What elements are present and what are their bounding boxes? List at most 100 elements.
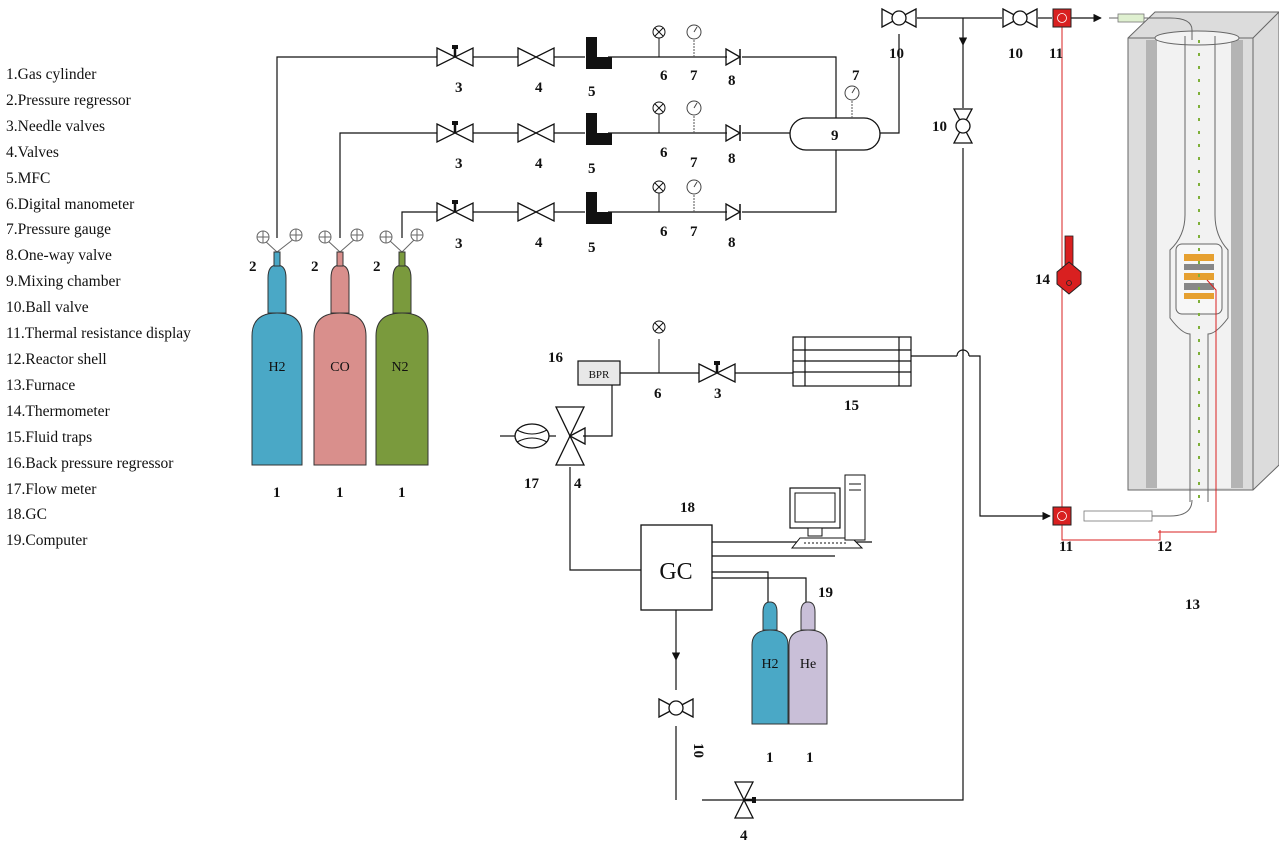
label-10: 10 (889, 46, 904, 62)
thermal-resistance-display (1052, 506, 1072, 526)
fluid-traps (792, 336, 912, 387)
legend-item: 3.Needle valves (6, 117, 105, 135)
piping (276, 13, 1102, 801)
ball-valve (1002, 8, 1038, 28)
legend-item: 11.Thermal resistance display (6, 325, 191, 343)
reactor-outlet-tube (1084, 499, 1193, 517)
ball-valve (881, 8, 917, 28)
legend-item: 9.Mixing chamber (6, 273, 121, 291)
label-6: 6 (660, 145, 668, 161)
label-3: 3 (714, 386, 722, 402)
digital-manometer (652, 180, 666, 213)
label-15: 15 (844, 398, 859, 414)
label-6: 6 (660, 68, 668, 84)
gc-label: GC (659, 559, 692, 585)
legend-item: 17.Flow meter (6, 480, 97, 498)
legend-item: 2.Pressure regressor (6, 91, 131, 109)
pressure-gauge (844, 85, 860, 119)
three-way-valve (554, 406, 586, 466)
label-5: 5 (588, 161, 596, 177)
label-18: 18 (680, 500, 695, 516)
n2-cylinder-label: N2 (391, 360, 408, 375)
label-4: 4 (535, 235, 543, 251)
label-2: 2 (373, 259, 381, 275)
legend: 1.Gas cylinder 2.Pressure regressor 3.Ne… (6, 62, 191, 554)
one-way-valve (725, 124, 741, 142)
legend-item: 18.GC (6, 506, 47, 524)
needle-valve (697, 359, 737, 384)
legend-item: 6.Digital manometer (6, 195, 135, 213)
label-6: 6 (660, 224, 668, 240)
label-11: 11 (1049, 46, 1063, 62)
label-3: 3 (455, 80, 463, 96)
one-way-valve (725, 203, 741, 221)
legend-item: 13.Furnace (6, 376, 76, 394)
needle-valve (435, 119, 475, 144)
pipe-crossing (956, 349, 970, 357)
h2-cylinder: H2 (251, 228, 303, 466)
label-1: 1 (766, 750, 774, 766)
label-10: 10 (1008, 46, 1023, 62)
co-cylinder-label: CO (330, 360, 349, 375)
pressure-gauge (686, 179, 702, 213)
label-9: 9 (831, 128, 839, 144)
label-11: 11 (1059, 539, 1073, 555)
bpr-label: BPR (589, 369, 610, 381)
label-2: 2 (249, 259, 257, 275)
one-way-valve (725, 48, 741, 66)
legend-item: 4.Valves (6, 143, 59, 161)
label-1: 1 (336, 485, 344, 501)
label-4: 4 (535, 156, 543, 172)
back-pressure-regressor: BPR (577, 360, 621, 386)
mfc (586, 192, 612, 224)
ball-valve (953, 108, 973, 144)
thermal-resistance-display (1052, 8, 1072, 28)
label-7: 7 (690, 224, 698, 240)
legend-item: 12.Reactor shell (6, 350, 107, 368)
pressure-gauge (686, 24, 702, 58)
label-4: 4 (574, 476, 582, 492)
reactor-shell (1169, 36, 1229, 502)
digital-manometer (652, 101, 666, 134)
label-4: 4 (535, 80, 543, 96)
legend-item: 16.Back pressure regressor (6, 454, 174, 472)
label-12: 12 (1157, 539, 1172, 555)
legend-item: 19.Computer (6, 532, 88, 550)
computer (789, 474, 866, 549)
mfc (586, 37, 612, 69)
legend-item: 5.MFC (6, 169, 51, 187)
flow-meter (514, 423, 550, 449)
gc-unit: GC (640, 524, 713, 611)
co-cylinder: CO (313, 228, 367, 466)
reactor-inlet-tube (1109, 17, 1193, 40)
legend-item: 1.Gas cylinder (6, 66, 97, 83)
pressure-gauge (686, 100, 702, 134)
label-5: 5 (588, 240, 596, 256)
label-17: 17 (524, 476, 540, 492)
label-7: 7 (852, 68, 860, 84)
label-1: 1 (398, 485, 406, 501)
mixing-chamber (789, 117, 881, 151)
h2-cylinder-label: H2 (268, 360, 285, 375)
legend-item: 8.One-way valve (6, 247, 112, 265)
mfc (586, 113, 612, 145)
label-19: 19 (818, 585, 833, 601)
label-16: 16 (548, 350, 564, 366)
digital-manometer (652, 25, 666, 58)
legend-item: 14.Thermometer (6, 402, 110, 420)
gc-he-cylinder-label: He (800, 657, 816, 672)
label-3: 3 (455, 156, 463, 172)
label-7: 7 (690, 68, 698, 84)
needle-valve (435, 198, 475, 223)
label-10: 10 (932, 119, 947, 135)
label-5: 5 (588, 84, 596, 100)
label-3: 3 (455, 236, 463, 252)
thermocouple-wires (1061, 27, 1217, 541)
label-6: 6 (654, 386, 662, 402)
needle-valve (435, 43, 475, 68)
label-8: 8 (728, 151, 736, 167)
legend-item: 10.Ball valve (6, 299, 89, 317)
ball-valve (658, 698, 694, 718)
label-2: 2 (311, 259, 319, 275)
